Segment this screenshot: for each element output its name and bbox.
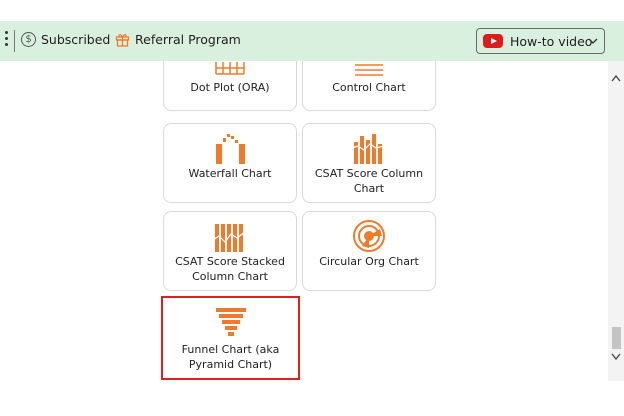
chart-card-dot-plot[interactable]: Dot Plot (ORA): [163, 61, 297, 111]
chart-card-label: Waterfall Chart: [188, 167, 272, 180]
toolbar-divider: [14, 30, 15, 52]
chart-card-label: CSAT Score Column: [314, 167, 424, 180]
subscribed-link[interactable]: $ Subscribed: [21, 32, 110, 47]
chart-card-label: Funnel Chart (aka: [181, 343, 280, 356]
dot-plot-chart-icon: [215, 62, 245, 75]
csat-column-chart-icon: [352, 134, 385, 164]
vertical-scrollbar[interactable]: [608, 61, 624, 381]
referral-program-label: Referral Program: [135, 32, 241, 47]
referral-program-link[interactable]: Referral Program: [115, 32, 241, 47]
funnel-chart-icon: [215, 308, 246, 336]
scrollbar-thumb[interactable]: [612, 327, 621, 349]
dollar-icon: $: [21, 32, 36, 47]
youtube-icon: [483, 34, 503, 48]
chart-card-control-chart[interactable]: Control Chart: [302, 61, 436, 111]
chart-card-label-line2: Chart: [353, 182, 385, 195]
chart-gallery: Dot Plot (ORA) Control Chart Waterfall C…: [0, 61, 608, 381]
chart-card-csat-column[interactable]: CSAT Score Column Chart: [302, 123, 436, 203]
chart-card-label: CSAT Score Stacked: [175, 255, 285, 268]
chart-card-waterfall[interactable]: Waterfall Chart: [163, 123, 297, 203]
chart-card-label: Control Chart: [332, 81, 406, 94]
chart-card-csat-stacked[interactable]: CSAT Score Stacked Column Chart: [163, 211, 297, 291]
csat-stacked-chart-icon: [213, 224, 246, 252]
chart-card-label: Circular Org Chart: [319, 255, 419, 268]
control-chart-icon: [355, 64, 383, 76]
chevron-down-icon: [588, 38, 598, 44]
chart-card-circular-org[interactable]: Circular Org Chart: [302, 211, 436, 291]
drag-handle-icon[interactable]: [5, 31, 9, 49]
chart-card-funnel[interactable]: Funnel Chart (aka Pyramid Chart): [161, 296, 300, 380]
top-toolbar: $ Subscribed Referral Program How-to vid…: [0, 21, 624, 61]
chart-card-label: Dot Plot (ORA): [190, 81, 270, 94]
how-to-video-dropdown[interactable]: How-to video: [476, 28, 605, 54]
how-to-video-label: How-to video: [510, 33, 593, 49]
chart-card-label-line2: Column Chart: [192, 270, 268, 283]
subscribed-label: Subscribed: [41, 32, 111, 47]
circular-org-chart-icon: [353, 220, 385, 252]
scroll-up-arrow-icon[interactable]: [611, 75, 621, 82]
chart-card-label-line2: Pyramid Chart): [188, 358, 273, 371]
gift-icon: [115, 34, 130, 47]
waterfall-chart-icon: [216, 134, 245, 164]
scroll-down-arrow-icon[interactable]: [611, 353, 621, 360]
